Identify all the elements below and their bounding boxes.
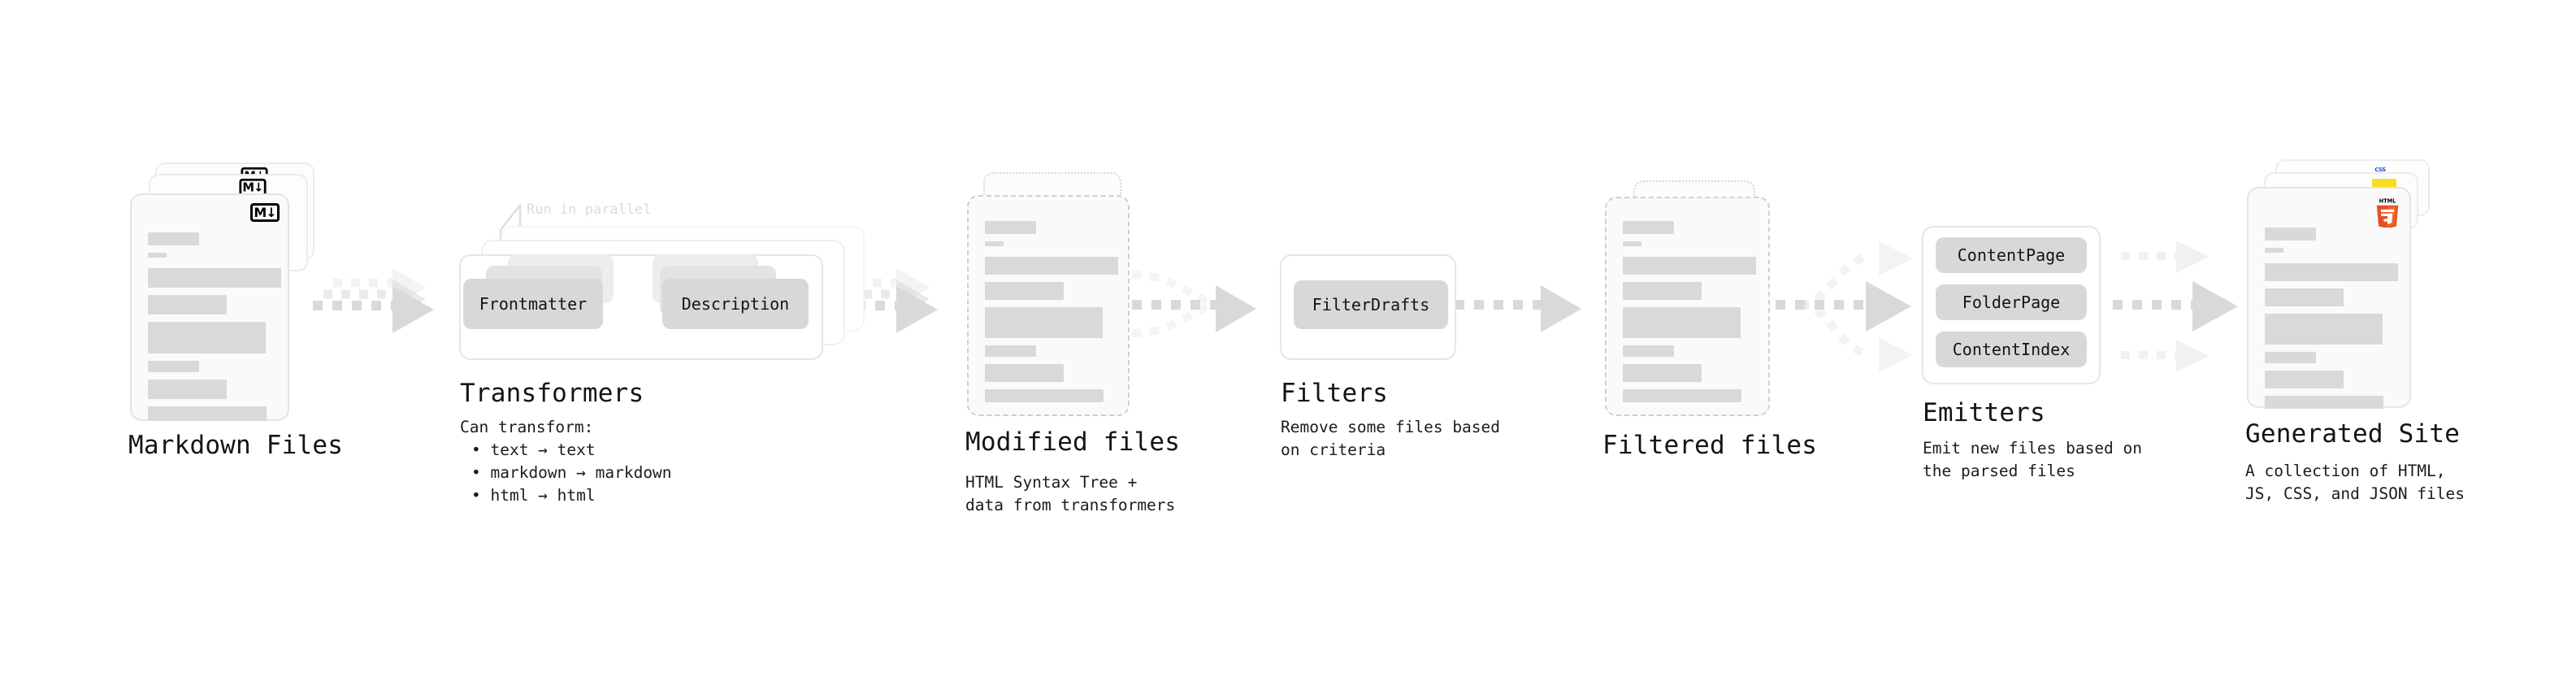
transformers-desc-line-3: • markdown → markdown [471,463,672,482]
content-line [148,322,266,354]
filtered-files-title: Filtered files [1602,431,1818,460]
modified-files-desc-line-2: data from transformers [965,496,1176,514]
content-line [148,295,227,314]
modified-files-title: Modified files [965,427,1181,457]
content-line [1623,389,1741,402]
emitters-desc-line-1: Emit new files based on [1923,439,2143,458]
transformers-desc-line-1: Can transform: [460,418,594,436]
content-line [1623,257,1756,275]
arrow-emitters-to-site [2113,241,2238,372]
content-line [2265,314,2383,345]
content-line [1623,221,1674,234]
chip-contentpage[interactable]: ContentPage [1936,237,2087,273]
chip-contentindex[interactable]: ContentIndex [1936,332,2087,367]
markdown-badge-back-1: M↓ [239,178,267,197]
filtered-file-front [1605,197,1770,416]
markdown-files-title: Markdown Files [128,431,344,460]
markdown-badge: M↓ [250,203,280,222]
content-line [1623,241,1641,246]
content-line [2265,371,2344,388]
chip-description[interactable]: Description [662,279,809,329]
modified-file-front [967,195,1130,416]
modified-file-content [985,221,1118,410]
transformers-desc-line-4: • html → html [471,486,596,505]
generated-site-desc-line-2: JS, CSS, and JSON files [2245,484,2465,503]
generated-file-content [2265,228,2398,416]
content-line [985,389,1104,402]
content-line [985,345,1036,357]
content-line [148,232,199,245]
content-line [1623,307,1741,338]
modified-files-desc-line-1: HTML Syntax Tree + [965,473,1138,492]
html5-icon: HTML [2374,197,2401,229]
content-line [985,221,1036,234]
content-line [985,364,1064,382]
content-line [148,380,227,399]
markdown-file-front: M↓ [130,193,289,421]
content-line [1623,282,1702,300]
chip-frontmatter[interactable]: Frontmatter [463,279,603,329]
content-line [2265,396,2383,409]
markdown-file-content [148,232,281,428]
arrow-modified-to-filters [1131,271,1256,337]
chip-filterdrafts[interactable]: FilterDrafts [1294,280,1448,329]
content-line [985,241,1004,246]
chip-folderpage[interactable]: FolderPage [1936,284,2087,320]
generated-file-html-card: HTML [2247,187,2411,409]
content-line [2265,248,2283,253]
content-line [2265,263,2398,281]
content-line [148,268,281,288]
content-line [1623,364,1702,382]
emitters-title: Emitters [1923,398,2045,427]
content-line [1623,345,1674,357]
content-line [148,253,167,258]
content-line [985,282,1064,300]
filters-desc-line-1: Remove some files based [1281,418,1501,436]
content-line [148,361,199,372]
content-line [148,406,267,421]
content-line [2265,352,2316,363]
filters-title: Filters [1281,379,1389,408]
generated-site-title: Generated Site [2245,419,2461,449]
html5-icon-svg: HTML [2376,197,2399,229]
transformers-title: Transformers [460,379,644,408]
arrow-markdown-to-transformers [313,268,434,333]
content-line [985,307,1103,338]
generated-site-desc-line-1: A collection of HTML, [2245,462,2446,480]
arrow-filtered-to-emitters [1776,241,1913,372]
filtered-file-content [1623,221,1756,410]
content-line [2265,288,2344,306]
svg-text:HTML: HTML [2379,197,2397,204]
content-line [2265,228,2316,241]
run-in-parallel-label: Run in parallel [527,202,652,218]
arrow-filters-to-filtered [1455,285,1581,332]
filters-desc-line-2: on criteria [1281,440,1386,459]
transformers-desc-line-2: • text → text [471,440,596,459]
emitters-desc-line-2: the parsed files [1923,462,2075,480]
content-line [985,257,1118,275]
